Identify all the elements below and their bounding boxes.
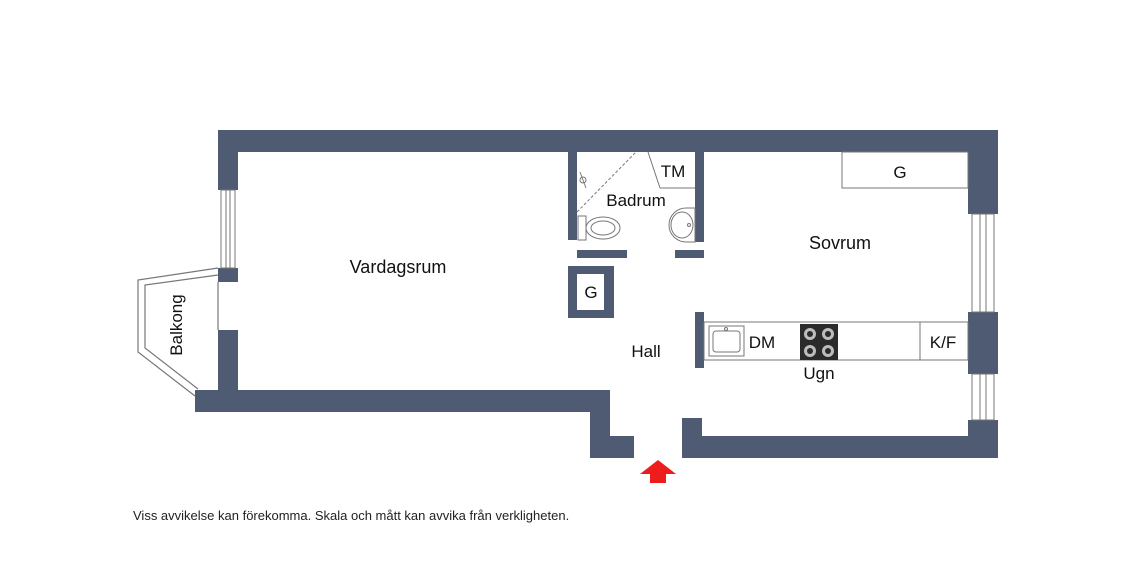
stove-icon bbox=[800, 324, 838, 360]
balcony bbox=[137, 267, 219, 397]
room-label-g-wardrobe: G bbox=[893, 163, 906, 182]
room-label-g-closet: G bbox=[584, 283, 597, 302]
room-label-badrum: Badrum bbox=[606, 191, 666, 210]
room-label-hall: Hall bbox=[631, 342, 660, 361]
tm-line bbox=[647, 151, 695, 189]
disclaimer-text: Viss avvikelse kan förekomma. Skala och … bbox=[133, 508, 570, 523]
sink-icon bbox=[668, 207, 696, 243]
sink-icon bbox=[708, 325, 745, 357]
room-label-balkong: Balkong bbox=[167, 294, 186, 355]
walls bbox=[195, 130, 998, 458]
toilet-icon bbox=[577, 215, 621, 241]
room-label-dm: DM bbox=[749, 333, 775, 352]
entrance-arrow-icon bbox=[640, 460, 676, 483]
room-label-vardagsrum: Vardagsrum bbox=[350, 257, 447, 277]
room-label-kf: K/F bbox=[930, 333, 956, 352]
room-label-ugn: Ugn bbox=[803, 364, 834, 383]
room-label-tm: TM bbox=[661, 162, 686, 181]
wardrobe bbox=[841, 151, 969, 189]
shower-icon bbox=[576, 151, 637, 213]
window-icon bbox=[220, 189, 995, 421]
room-label-sovrum: Sovrum bbox=[809, 233, 871, 253]
